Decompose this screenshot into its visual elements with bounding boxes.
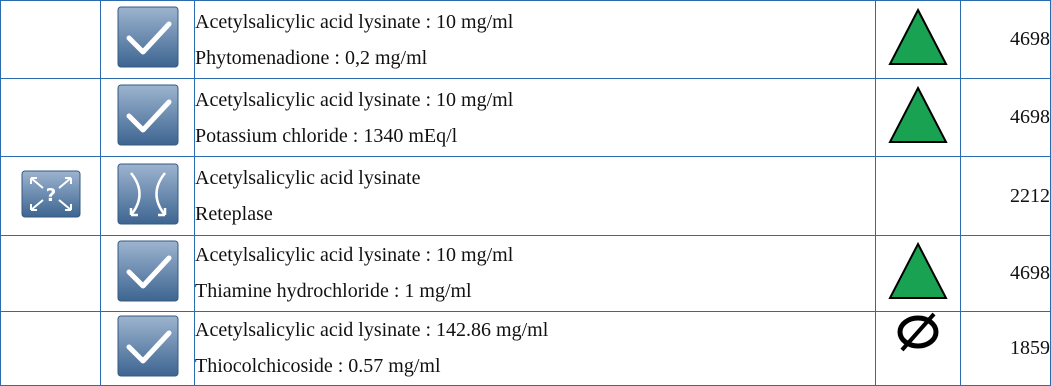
svg-text:?: ? (45, 185, 55, 206)
row-level-cell (875, 310, 961, 386)
check-icon (117, 240, 179, 307)
check-icon (117, 84, 179, 151)
interaction-description: Acetylsalicylic acid lysinate : 10 mg/ml… (194, 234, 876, 312)
row-left-cell (0, 0, 101, 80)
green-triangle-icon (887, 6, 949, 73)
row-left-cell: ? (0, 156, 101, 236)
row-count: 4698 (960, 234, 1051, 312)
row-level-cell (875, 78, 961, 158)
crossed-arrows-icon (117, 163, 179, 230)
substance-line-1: Acetylsalicylic acid lysinate : 10 mg/ml (195, 244, 514, 267)
row-count: 4698 (960, 0, 1051, 80)
substance-line-2: Potassium chloride : 1340 mEq/l (195, 124, 458, 147)
check-icon (117, 315, 179, 382)
row-status-cell (100, 156, 195, 236)
row-status-cell (100, 234, 195, 312)
substance-line-2: Phytomenadione : 0,2 mg/ml (195, 46, 428, 69)
row-count: 1859 (960, 310, 1051, 386)
interaction-description: Acetylsalicylic acid lysinate : 10 mg/ml… (194, 78, 876, 158)
row-count: 4698 (960, 78, 1051, 158)
table-row[interactable]: Acetylsalicylic acid lysinate : 10 mg/ml… (0, 0, 1051, 80)
row-status-cell (100, 78, 195, 158)
table-row[interactable]: ? (0, 156, 1051, 236)
row-level-cell (875, 156, 961, 236)
green-triangle-icon (887, 84, 949, 151)
substance-line-1: Acetylsalicylic acid lysinate : 142.86 m… (195, 319, 549, 342)
empty-set-icon (890, 312, 946, 357)
substance-line-2: Reteplase (195, 203, 273, 225)
row-left-cell (0, 234, 101, 312)
substance-line-2: Thiamine hydrochloride : 1 mg/ml (195, 280, 472, 303)
interaction-description: Acetylsalicylic acid lysinate : 142.86 m… (194, 310, 876, 386)
substance-line-2: Thiocolchicoside : 0.57 mg/ml (195, 355, 441, 378)
row-level-cell (875, 0, 961, 80)
check-icon (117, 6, 179, 73)
row-status-cell (100, 0, 195, 80)
table-row[interactable]: Acetylsalicylic acid lysinate : 10 mg/ml… (0, 234, 1051, 312)
green-triangle-icon (887, 240, 949, 307)
substance-line-1: Acetylsalicylic acid lysinate : 10 mg/ml (195, 10, 514, 33)
table-row[interactable]: Acetylsalicylic acid lysinate : 142.86 m… (0, 310, 1051, 386)
row-left-cell (0, 78, 101, 158)
row-level-cell (875, 234, 961, 312)
interaction-description: Acetylsalicylic acid lysinate : 10 mg/ml… (194, 0, 876, 80)
table-row[interactable]: Acetylsalicylic acid lysinate : 10 mg/ml… (0, 78, 1051, 158)
substance-line-1: Acetylsalicylic acid lysinate (195, 167, 421, 189)
substance-line-1: Acetylsalicylic acid lysinate : 10 mg/ml (195, 88, 514, 111)
question-arrows-icon[interactable]: ? (21, 170, 81, 223)
row-left-cell (0, 310, 101, 386)
row-status-cell (100, 310, 195, 386)
row-count: 2212 (960, 156, 1051, 236)
interaction-description: Acetylsalicylic acid lysinate Reteplase (194, 156, 876, 236)
